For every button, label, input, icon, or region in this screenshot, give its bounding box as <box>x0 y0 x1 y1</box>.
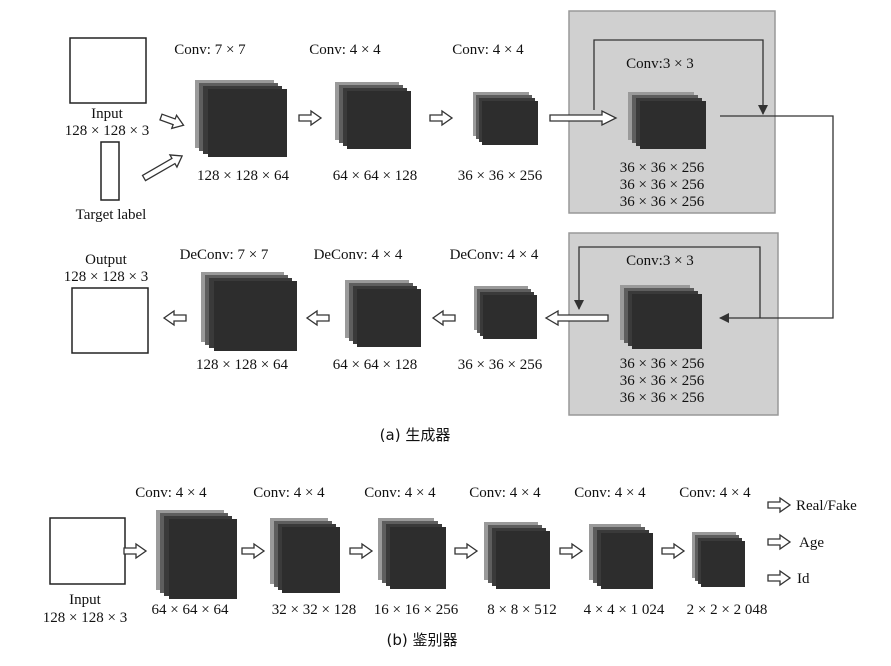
residual-block-2-size-3: 36 × 36 × 256 <box>620 390 705 406</box>
label-merge-arrow <box>141 154 184 182</box>
encoder-arrow-2 <box>429 109 454 127</box>
decoder-op-3: DeConv: 4 × 4 <box>450 247 539 263</box>
encoder-size-2: 64 × 64 × 128 <box>333 168 417 184</box>
residual-block-2-size-2: 36 × 36 × 256 <box>620 373 705 389</box>
disc-arrow-4 <box>559 542 584 560</box>
encoder-arrow-1 <box>298 109 323 127</box>
decoder-size-1: 128 × 128 × 64 <box>196 357 288 373</box>
residual-block-1-skip-connection <box>593 39 768 115</box>
disc-size-2: 32 × 32 × 128 <box>272 602 356 618</box>
disc-block-2 <box>270 518 340 593</box>
encoder-size-1: 128 × 128 × 64 <box>197 168 289 184</box>
disc-size-5: 4 × 4 × 1 024 <box>584 602 665 618</box>
disc-size-3: 16 × 16 × 256 <box>374 602 459 618</box>
disc-op-1: Conv: 4 × 4 <box>135 485 207 501</box>
encoder-block-3 <box>473 92 538 145</box>
generator-output-label: Output <box>85 252 128 268</box>
generator-output-size: 128 × 128 × 3 <box>64 269 148 285</box>
decoder-size-3: 36 × 36 × 256 <box>458 357 543 373</box>
real-fake-arrow-icon <box>767 496 792 514</box>
disc-block-1 <box>156 510 237 599</box>
output-age: Age <box>799 535 824 551</box>
disc-block-3 <box>378 518 446 589</box>
decoder-size-2: 64 × 64 × 128 <box>333 357 417 373</box>
decoder-block-2 <box>345 280 421 347</box>
disc-op-5: Conv: 4 × 4 <box>574 485 646 501</box>
disc-block-5 <box>589 524 653 589</box>
generator-input-image <box>69 37 147 104</box>
target-label-box <box>100 141 120 201</box>
residual-block-1-op: Conv:3 × 3 <box>626 56 694 72</box>
encoder-size-3: 36 × 36 × 256 <box>458 168 543 184</box>
residual-block-1-maps <box>628 92 706 149</box>
encoder-op-1: Conv: 7 × 7 <box>174 42 246 58</box>
residual-block-2-maps <box>620 285 702 349</box>
disc-op-3: Conv: 4 × 4 <box>364 485 436 501</box>
residual-block-2-skip-connection <box>574 246 761 318</box>
generator-input-label: Input <box>91 106 123 122</box>
encoder-op-3: Conv: 4 × 4 <box>452 42 524 58</box>
residual-block-2-op: Conv:3 × 3 <box>626 253 694 269</box>
decoder-op-1: DeConv: 7 × 7 <box>180 247 269 263</box>
disc-arrow-1 <box>241 542 266 560</box>
id-arrow-icon <box>767 569 792 587</box>
encoder-block-1 <box>195 80 287 157</box>
residual-block-2-size-1: 36 × 36 × 256 <box>620 356 705 372</box>
residual-block-1-size-1: 36 × 36 × 256 <box>620 160 705 176</box>
disc-op-2: Conv: 4 × 4 <box>253 485 325 501</box>
disc-size-6: 2 × 2 × 2 048 <box>687 602 768 618</box>
disc-op-4: Conv: 4 × 4 <box>469 485 541 501</box>
output-real-fake: Real/Fake <box>796 498 857 514</box>
decoder-to-output-arrow <box>162 309 187 327</box>
residual-to-decoder-arrow <box>544 309 609 327</box>
generator-output-image <box>71 287 149 354</box>
decoder-block-3 <box>474 286 537 339</box>
disc-size-4: 8 × 8 × 512 <box>487 602 556 618</box>
disc-arrow-0 <box>123 542 148 560</box>
decoder-block-1 <box>201 272 297 351</box>
decoder-arrow-2 <box>431 309 456 327</box>
encoder-block-2 <box>335 82 411 149</box>
decoder-arrow-1 <box>305 309 330 327</box>
decoder-op-2: DeConv: 4 × 4 <box>314 247 403 263</box>
residual-block-1-size-2: 36 × 36 × 256 <box>620 177 705 193</box>
generator-caption: (a) 生成器 <box>380 426 451 444</box>
discriminator-input-label: Input <box>69 592 101 608</box>
disc-block-6 <box>692 532 745 587</box>
input-merge-arrow <box>159 113 185 130</box>
discriminator-input-size: 128 × 128 × 3 <box>43 610 127 626</box>
generator-input-size: 128 × 128 × 3 <box>65 123 149 139</box>
disc-arrow-5 <box>661 542 686 560</box>
disc-size-1: 64 × 64 × 64 <box>152 602 229 618</box>
discriminator-input-image <box>49 517 126 585</box>
encoder-to-residual-arrow <box>549 109 618 127</box>
residual-block-1-size-3: 36 × 36 × 256 <box>620 194 705 210</box>
encoder-op-2: Conv: 4 × 4 <box>309 42 381 58</box>
disc-op-6: Conv: 4 × 4 <box>679 485 751 501</box>
age-arrow-icon <box>767 533 792 551</box>
residual-connector-line <box>719 115 834 323</box>
disc-arrow-2 <box>349 542 374 560</box>
disc-arrow-3 <box>454 542 479 560</box>
discriminator-caption: (b) 鉴别器 <box>387 631 458 649</box>
disc-block-4 <box>484 522 550 589</box>
target-label-text: Target label <box>76 207 147 223</box>
output-id: Id <box>797 571 810 587</box>
